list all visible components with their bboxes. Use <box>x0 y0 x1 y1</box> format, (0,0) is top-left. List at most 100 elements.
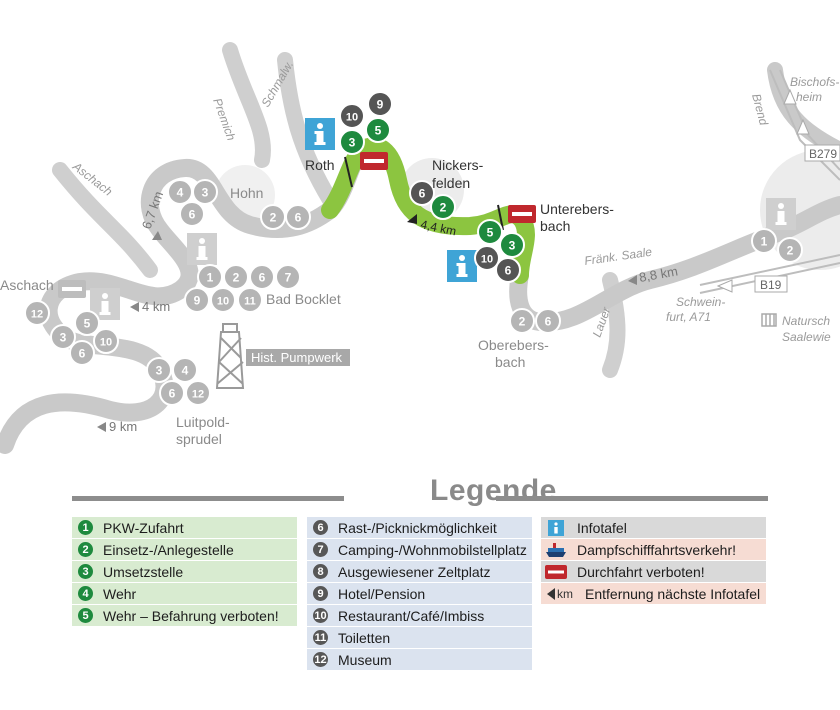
map-marker-3: 3 <box>499 232 525 258</box>
legend-item-label: Rast-/Picknickmöglichkeit <box>338 519 497 536</box>
map-marker-10: 10 <box>210 287 236 313</box>
legend-number-badge: 9 <box>313 586 328 601</box>
svg-text:10: 10 <box>100 337 112 349</box>
label-hohn: Hohn <box>230 185 263 201</box>
map-marker-4: 4 <box>172 357 198 383</box>
map-marker-2: 2 <box>430 194 456 220</box>
no-entry-icon <box>545 564 567 580</box>
svg-text:4: 4 <box>182 364 189 378</box>
legend-symbol-label: Durchfahrt verboten! <box>577 563 705 580</box>
svg-text:6: 6 <box>295 211 302 225</box>
map-marker-2: 2 <box>260 204 286 230</box>
svg-text:1: 1 <box>761 235 768 249</box>
no-entry-icon-unterebersbach <box>508 205 536 223</box>
svg-text:6: 6 <box>505 264 512 278</box>
legend-item-label: Restaurant/Café/Imbiss <box>338 607 485 624</box>
map-marker-1: 1 <box>197 264 223 290</box>
nature-reserve-icon <box>761 313 777 327</box>
svg-text:7: 7 <box>285 271 292 285</box>
legend-item-label: Wehr <box>103 585 137 602</box>
pumpwerk-label-box <box>246 349 350 366</box>
steamboat-icon <box>545 542 567 558</box>
legend-header: Legende <box>72 472 768 512</box>
svg-text:2: 2 <box>787 244 794 258</box>
label-schweinfurt-1: Schwein- <box>676 295 725 309</box>
legend-rule-left <box>72 496 344 501</box>
svg-text:3: 3 <box>349 136 356 150</box>
svg-text:5: 5 <box>487 226 494 240</box>
map-marker-6: 6 <box>285 204 311 230</box>
map-marker-9: 9 <box>184 287 210 313</box>
svg-text:10: 10 <box>217 296 229 308</box>
road-b19-label: B19 <box>760 278 782 292</box>
map-marker-10: 10 <box>339 103 365 129</box>
distance-8-8km: 8,8 km <box>638 263 679 285</box>
legend-item-11: 11 Toiletten <box>307 627 532 648</box>
svg-text:5: 5 <box>84 317 91 331</box>
legend-item-label: Toiletten <box>338 629 391 646</box>
legend-item-label: Hotel/Pension <box>338 585 426 602</box>
info-icon-bocklet <box>187 233 217 265</box>
svg-text:3: 3 <box>202 186 209 200</box>
map-marker-10: 10 <box>93 328 119 354</box>
legend-symbol-no-entry: Durchfahrt verboten! <box>541 561 766 582</box>
map-marker-2: 2 <box>777 237 803 263</box>
svg-text:5: 5 <box>375 124 382 138</box>
map-marker-3: 3 <box>339 129 365 155</box>
info-icon-roth <box>305 118 335 150</box>
no-entry-icon-roth <box>360 152 388 170</box>
river-saale <box>0 141 369 454</box>
legend-number-badge: 12 <box>313 652 328 667</box>
svg-text:6: 6 <box>419 187 426 201</box>
road-b279-label: B279 <box>809 147 837 161</box>
map-marker-6: 6 <box>249 264 275 290</box>
map-marker-3: 3 <box>50 324 76 350</box>
legend-item-label: Wehr – Befahrung verboten! <box>103 607 279 624</box>
legend-symbol-label: Infotafel <box>577 519 627 536</box>
svg-text:3: 3 <box>60 331 67 345</box>
label-premich: Premich <box>210 96 238 142</box>
legend-item-9: 9 Hotel/Pension <box>307 583 532 604</box>
label-bischofsheim-1: Bischofs- <box>790 75 839 89</box>
label-unterebersbach-1: Unterebers- <box>540 201 614 217</box>
svg-text:2: 2 <box>270 211 277 225</box>
info-icon-oberebersbach <box>447 250 477 282</box>
svg-text:2: 2 <box>519 315 526 329</box>
legend-number-badge: 2 <box>78 542 93 557</box>
map-marker-3: 3 <box>192 179 218 205</box>
map-marker-7: 7 <box>275 264 301 290</box>
label-luitpold-1: Luitpold- <box>176 414 230 430</box>
map-marker-6: 6 <box>179 201 205 227</box>
label-bad-bocklet: Bad Bocklet <box>266 291 341 307</box>
tributaries <box>52 42 626 378</box>
legend-item-label: Museum <box>338 651 392 668</box>
svg-text:6: 6 <box>545 315 552 329</box>
svg-text:4: 4 <box>177 186 184 200</box>
map-marker-2: 2 <box>509 308 535 334</box>
svg-text:3: 3 <box>156 364 163 378</box>
map-marker-6: 6 <box>535 308 561 334</box>
legend-title: Legende <box>430 474 557 507</box>
legend-item-2: 2 Einsetz-/Anlegestelle <box>72 539 297 560</box>
pumpwerk-tower-icon <box>215 323 245 389</box>
no-entry-icon-aschach <box>58 280 86 298</box>
km-arrow-icon: km <box>545 586 575 602</box>
label-naturschutz-2: Saalewie <box>782 330 831 344</box>
legend-number-badge: 11 <box>313 630 328 645</box>
legend-number-badge: 5 <box>78 608 93 623</box>
svg-text:3: 3 <box>509 239 516 253</box>
legend-item-label: Einsetz-/Anlegestelle <box>103 541 234 558</box>
legend-number-badge: 7 <box>313 542 328 557</box>
map-marker-6: 6 <box>409 180 435 206</box>
label-roth: Roth <box>305 157 335 173</box>
legend-symbol-label: Entfernung nächste Infotafel <box>585 585 761 602</box>
map-marker-11: 11 <box>237 287 263 313</box>
map-marker-12: 12 <box>24 300 50 326</box>
svg-text:11: 11 <box>244 296 256 308</box>
